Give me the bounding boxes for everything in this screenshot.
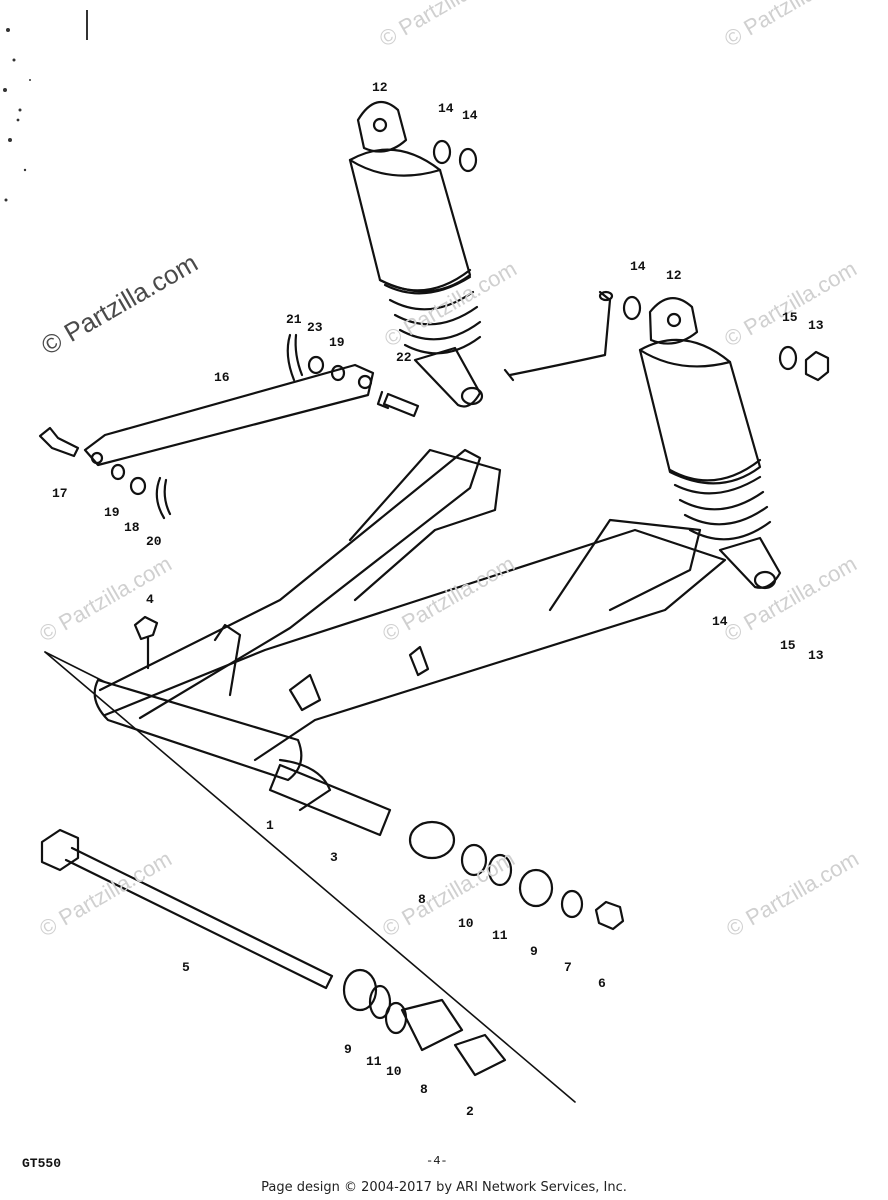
nut-13a (804, 350, 830, 382)
washer-14a (432, 139, 452, 165)
bushing-8a (408, 820, 456, 860)
callout-12: 12 (372, 80, 388, 95)
callout-3: 3 (330, 850, 338, 865)
seal-10b (384, 1001, 408, 1035)
callout-14: 14 (438, 101, 454, 116)
callout-10: 10 (458, 916, 474, 931)
shadow-line (44, 651, 576, 1103)
callout-2: 2 (466, 1104, 474, 1119)
washer-14b (458, 147, 478, 173)
callout-21: 21 (286, 312, 302, 327)
callout-9: 9 (344, 1042, 352, 1057)
callout-17: 17 (52, 486, 68, 501)
callout-1: 1 (266, 818, 274, 833)
washer-14c (622, 295, 642, 321)
spacer-2 (453, 1033, 507, 1077)
pivot-bolt (40, 828, 334, 990)
callout-14: 14 (462, 108, 478, 123)
bushing-8b (400, 998, 464, 1052)
callout-14: 14 (630, 259, 646, 274)
callout-13: 13 (808, 318, 824, 333)
callout-11: 11 (492, 928, 508, 943)
shadow-line-2 (44, 651, 106, 683)
scan-noise (3, 10, 88, 202)
callout-18: 18 (124, 520, 140, 535)
callout-19: 19 (329, 335, 345, 350)
bolt-17 (38, 426, 80, 458)
callout-15: 15 (780, 638, 796, 653)
callout-8: 8 (418, 892, 426, 907)
cotter-pin-21 (286, 333, 304, 382)
washer-19b (110, 463, 126, 481)
cap-9a (518, 868, 554, 908)
washer-15a (778, 345, 798, 371)
callout-5: 5 (182, 960, 190, 975)
callout-16: 16 (214, 370, 230, 385)
washer-19a (330, 364, 346, 382)
washer-11b (368, 984, 392, 1020)
callout-6: 6 (598, 976, 606, 991)
grease-fitting (133, 615, 159, 670)
washer-11a (487, 853, 513, 887)
nut-23 (307, 355, 325, 375)
cotter-pin-20 (155, 476, 172, 520)
callout-8: 8 (420, 1082, 428, 1097)
bolt-22 (376, 390, 420, 418)
model-code: GT550 (22, 1156, 62, 1171)
seal-10a (460, 843, 488, 877)
callout-10: 10 (386, 1064, 402, 1079)
shock-absorber-right (638, 297, 782, 590)
callout-11: 11 (366, 1054, 382, 1069)
footer-copyright: Page design © 2004-2017 by ARI Network S… (261, 1180, 627, 1195)
callout-9: 9 (530, 944, 538, 959)
cap-9b (342, 968, 378, 1012)
nut-18 (129, 476, 147, 496)
callout-19: 19 (104, 505, 120, 520)
washer-7 (560, 889, 584, 919)
pivot-sleeve (268, 763, 392, 837)
callout-12: 12 (666, 268, 682, 283)
callout-22: 22 (396, 350, 412, 365)
mount-strap (503, 290, 612, 382)
shock-absorber-left (348, 100, 484, 408)
page-number: -4- (426, 1154, 448, 1168)
callout-7: 7 (564, 960, 572, 975)
callout-14: 14 (712, 614, 728, 629)
nut-6 (594, 900, 625, 931)
callout-4: 4 (146, 592, 154, 607)
swingarm (93, 448, 727, 812)
torque-arm (83, 363, 375, 467)
callout-15: 15 (782, 310, 798, 325)
callout-13: 13 (808, 648, 824, 663)
callout-20: 20 (146, 534, 162, 549)
callout-23: 23 (307, 320, 323, 335)
